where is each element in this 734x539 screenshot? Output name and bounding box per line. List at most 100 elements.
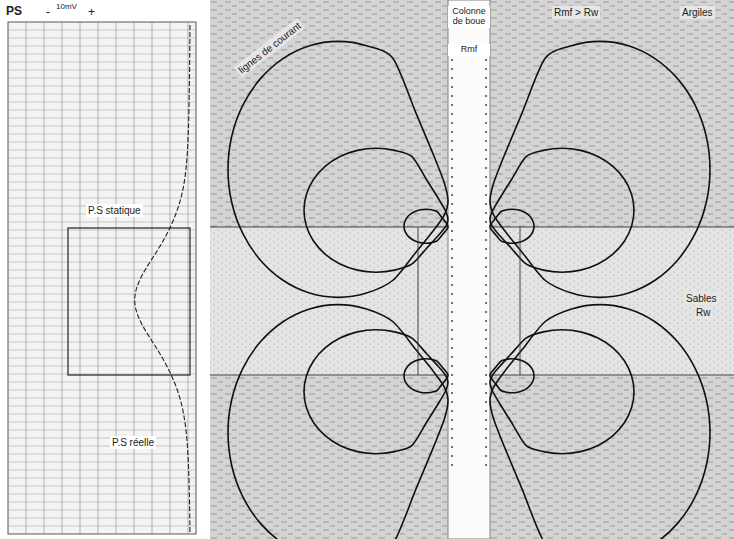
charge-dot [451, 338, 453, 340]
track-frame [8, 22, 196, 534]
charge-dot [485, 275, 487, 277]
grid-line [8, 310, 196, 311]
charge-dot [451, 419, 453, 421]
grid-line [8, 342, 196, 343]
shale-layer [210, 0, 734, 539]
charge-dot [451, 86, 453, 88]
grid-line [8, 470, 196, 471]
grid-line [8, 494, 196, 495]
label-text: P.S statique [86, 204, 143, 217]
charge-dot [451, 410, 453, 412]
label-text: - [44, 5, 52, 20]
charge-dot [451, 239, 453, 241]
grid-line [8, 526, 196, 527]
charge-dot [485, 77, 487, 79]
charge-dot [485, 140, 487, 142]
charge-dot [485, 185, 487, 187]
charge-dot [451, 95, 453, 97]
current-line [404, 359, 448, 393]
charge-dot [451, 122, 453, 124]
label-text: Rmf [448, 44, 490, 56]
charge-dot [451, 356, 453, 358]
charge-dot [485, 284, 487, 286]
current-line [490, 330, 634, 454]
charge-dot [485, 266, 487, 268]
charge-dot [451, 311, 453, 313]
charge-dot [485, 338, 487, 340]
charge-dot [451, 149, 453, 151]
charge-dot [485, 419, 487, 421]
charge-dot [451, 464, 453, 466]
grid-line [8, 446, 196, 447]
charge-dot [485, 455, 487, 457]
grid-line [8, 126, 196, 127]
grid-line [8, 390, 196, 391]
grid-line [8, 502, 196, 503]
charge-dot [451, 140, 453, 142]
charge-dot [451, 203, 453, 205]
charge-dot [485, 203, 487, 205]
charge-dot [451, 221, 453, 223]
current-line [304, 148, 448, 272]
grid-line [8, 38, 196, 39]
static-sp-curve [68, 228, 190, 375]
charge-dot [451, 329, 453, 331]
charge-dot [485, 401, 487, 403]
charge-dot [485, 464, 487, 466]
charge-dot [451, 212, 453, 214]
grid-line [8, 62, 196, 63]
charge-dot [485, 302, 487, 304]
charge-dot [451, 167, 453, 169]
charge-dot [451, 401, 453, 403]
grid-line [8, 102, 196, 103]
grid-line [8, 366, 196, 367]
grid-line [8, 118, 196, 119]
charge-dot [451, 392, 453, 394]
charge-dot [451, 365, 453, 367]
grid-line [8, 374, 196, 375]
charge-dot [451, 248, 453, 250]
grid-line [8, 334, 196, 335]
charge-dot [485, 113, 487, 115]
charge-dot [451, 437, 453, 439]
charge-dot [485, 68, 487, 70]
connector-line [418, 227, 419, 375]
grid-line [8, 230, 196, 231]
charge-dot [485, 194, 487, 196]
grid-line [8, 454, 196, 455]
grid-line [8, 382, 196, 383]
grid-line [8, 254, 196, 255]
grid-line [8, 350, 196, 351]
charge-dot [451, 320, 453, 322]
grid-line [8, 150, 196, 151]
connector-line [520, 227, 521, 375]
charge-dot [485, 131, 487, 133]
charge-dot [451, 185, 453, 187]
charge-dot [485, 95, 487, 97]
grid-line [8, 286, 196, 287]
label-text: Rw [694, 306, 712, 319]
grid-line [8, 318, 196, 319]
charge-dot [485, 167, 487, 169]
grid-line [8, 134, 196, 135]
charge-dot [451, 284, 453, 286]
grid-line [8, 438, 196, 439]
grid-line [8, 462, 196, 463]
grid-line [8, 78, 196, 79]
charge-dot [485, 410, 487, 412]
charge-dot [451, 113, 453, 115]
charge-dot [451, 230, 453, 232]
grid-line [8, 94, 196, 95]
grid-line [8, 190, 196, 191]
grid-line [8, 430, 196, 431]
grid-line [8, 478, 196, 479]
charge-dot [451, 428, 453, 430]
charge-dot [451, 131, 453, 133]
charge-dot [485, 374, 487, 376]
current-line [490, 148, 634, 272]
label-text: PS [4, 4, 24, 19]
current-line [490, 41, 710, 297]
label-text: Argiles [680, 6, 715, 19]
charge-dot [485, 239, 487, 241]
